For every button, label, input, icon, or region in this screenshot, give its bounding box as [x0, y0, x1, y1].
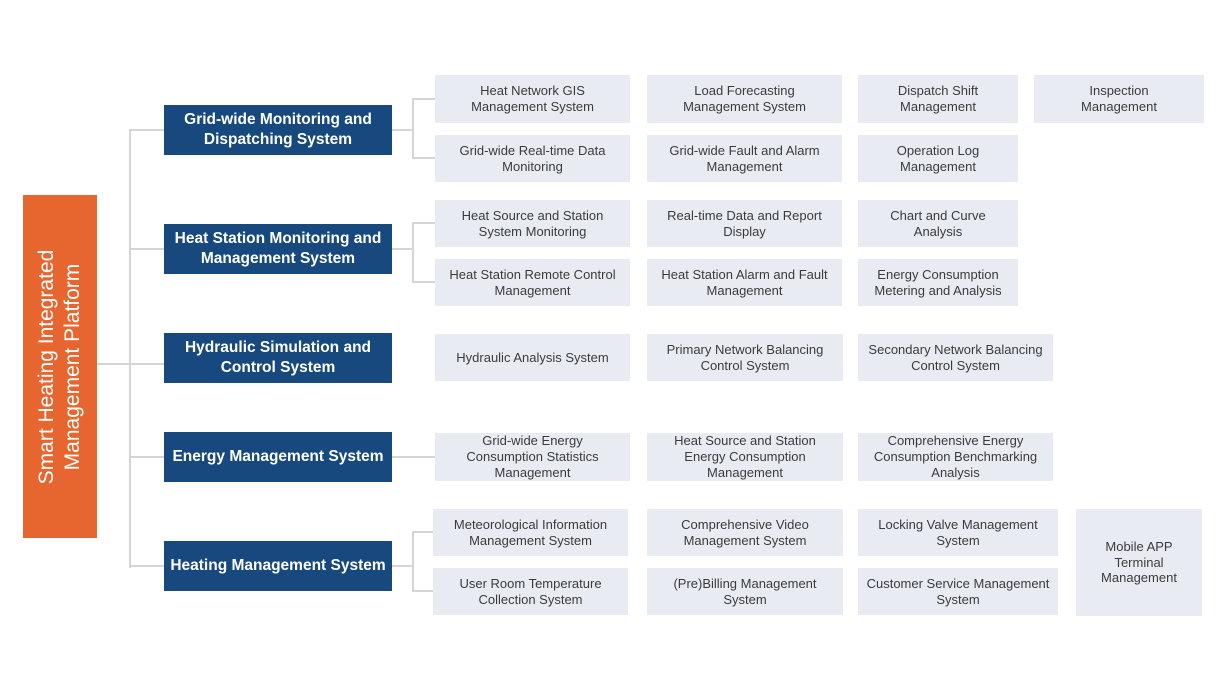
- module-box-heat-station-remote-control: Heat Station Remote Control Management: [435, 259, 630, 306]
- module-box-secondary-network-balancing: Secondary Network Balancing Control Syst…: [858, 334, 1053, 381]
- module-box-pre-billing: (Pre)Billing Management System: [647, 568, 843, 615]
- connector-branch-heating-management: [130, 565, 164, 567]
- connector-trunk: [129, 129, 131, 568]
- module-box-grid-energy-statistics: Grid-wide Energy Consumption Statistics …: [435, 433, 630, 481]
- module-box-energy-metering-analysis: Energy Consumption Metering and Analysis: [858, 259, 1018, 306]
- system-box-energy-management: Energy Management System: [164, 432, 392, 482]
- connector-branch-energy-management: [130, 456, 164, 458]
- module-box-grid-realtime-data: Grid-wide Real-time Data Monitoring: [435, 135, 630, 182]
- connector-group5-row2: [412, 590, 433, 592]
- connector-group1-row2: [412, 157, 435, 159]
- connector-group2-out: [392, 248, 413, 250]
- module-box-operation-log: Operation Log Management: [858, 135, 1018, 182]
- connector-group1-vertical: [412, 98, 414, 159]
- connector-group2-row2: [412, 281, 435, 283]
- module-box-inspection: Inspection Management: [1034, 75, 1204, 123]
- module-box-meteorological-info: Meteorological Information Management Sy…: [433, 509, 628, 556]
- module-box-realtime-report-display: Real-time Data and Report Display: [647, 200, 842, 247]
- system-box-heat-station-monitoring: Heat Station Monitoring and Management S…: [164, 224, 392, 274]
- connector-group4-line: [392, 456, 435, 458]
- module-box-load-forecasting: Load Forecasting Management System: [647, 75, 842, 123]
- connector-group2-vertical: [412, 222, 414, 283]
- system-box-grid-monitoring-dispatching: Grid-wide Monitoring and Dispatching Sys…: [164, 105, 392, 155]
- module-box-dispatch-shift: Dispatch Shift Management: [858, 75, 1018, 123]
- connector-group1-row1: [412, 98, 435, 100]
- system-box-heating-management: Heating Management System: [164, 541, 392, 591]
- connector-group1-out: [392, 129, 413, 131]
- connector-branch-grid-monitoring: [130, 129, 164, 131]
- module-box-heat-source-station-monitoring: Heat Source and Station System Monitorin…: [435, 200, 630, 247]
- module-box-primary-network-balancing: Primary Network Balancing Control System: [647, 334, 843, 381]
- connector-group5-row1: [412, 531, 433, 533]
- module-box-grid-fault-alarm: Grid-wide Fault and Alarm Management: [647, 135, 842, 182]
- connector-group5-out: [392, 565, 413, 567]
- module-box-video-management: Comprehensive Video Management System: [647, 509, 843, 556]
- platform-root-label: Smart Heating Integrated Management Plat…: [35, 249, 84, 485]
- module-box-chart-curve-analysis: Chart and Curve Analysis: [858, 200, 1018, 247]
- module-box-user-room-temperature: User Room Temperature Collection System: [433, 568, 628, 615]
- module-box-hydraulic-analysis: Hydraulic Analysis System: [435, 334, 630, 381]
- module-box-source-station-energy: Heat Source and Station Energy Consumpti…: [647, 433, 843, 481]
- system-box-hydraulic-simulation: Hydraulic Simulation and Control System: [164, 333, 392, 383]
- module-box-energy-benchmarking: Comprehensive Energy Consumption Benchma…: [858, 433, 1053, 481]
- module-box-locking-valve: Locking Valve Management System: [858, 509, 1058, 556]
- connector-branch-heat-station: [130, 248, 164, 250]
- connector-group5-vertical: [412, 531, 414, 592]
- platform-root-box: [23, 195, 97, 538]
- module-box-mobile-app: Mobile APP Terminal Management: [1076, 509, 1202, 616]
- connector-group2-row1: [412, 222, 435, 224]
- module-box-heat-station-alarm-fault: Heat Station Alarm and Fault Management: [647, 259, 842, 306]
- module-box-customer-service: Customer Service Management System: [858, 568, 1058, 615]
- module-box-heat-network-gis: Heat Network GIS Management System: [435, 75, 630, 123]
